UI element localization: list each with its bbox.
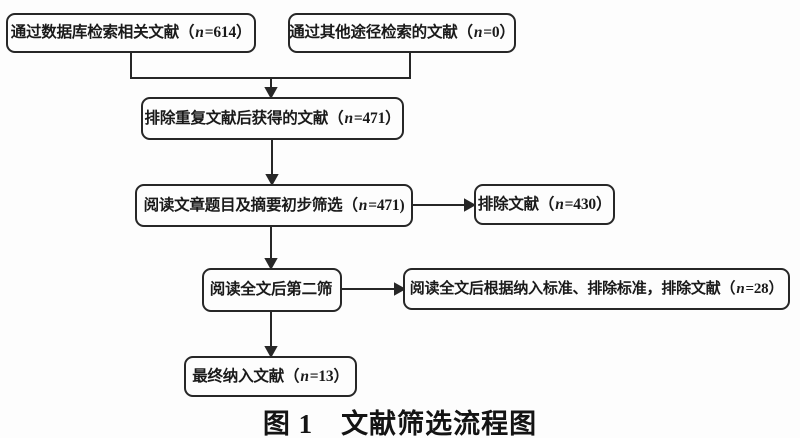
n-symbol: n (473, 24, 483, 42)
node-excluded-28: 阅读全文后根据纳入标准、排除标准，排除文献（n=28） (403, 268, 790, 310)
node-final-included: 最终纳入文献（n=13） (184, 356, 357, 397)
n-symbol: n (300, 367, 309, 385)
label-count: =471) (368, 196, 405, 214)
label-text: 阅读全文后第二筛 (209, 281, 333, 299)
label-text: 排除文献（ (477, 195, 555, 213)
n-symbol: n (736, 280, 745, 297)
label-text: 阅读文章题目及摘要初步筛选（ (143, 196, 358, 214)
arrow-dedup-to-title-abstract (265, 140, 279, 187)
n-symbol: n (555, 195, 564, 213)
node-label: 排除重复文献后获得的文献（n=471） (145, 111, 401, 127)
label-count: =614） (204, 24, 252, 42)
node-label: 阅读文章题目及摘要初步筛选（n=471) (144, 198, 405, 214)
node-full-text-second-screening: 阅读全文后第二筛 (202, 268, 342, 312)
node-excluded-430: 排除文献（n=430） (474, 184, 615, 225)
node-label: 通过数据库检索相关文献（n=614） (11, 25, 252, 41)
label-text: 排除重复文献后获得的文献（ (144, 109, 344, 127)
node-label: 阅读全文后第二筛 (210, 282, 334, 298)
arrow-full-text-to-final (264, 312, 278, 359)
n-symbol (332, 281, 334, 298)
node-label: 最终纳入文献（n=13） (192, 369, 349, 385)
arrow-full-text-to-excluded-28 (342, 282, 407, 296)
arrow-title-abstract-to-excluded-430 (413, 198, 477, 212)
node-label: 通过其他途径检索的文献（n=0） (289, 25, 515, 41)
label-text: 最终纳入文献（ (192, 367, 300, 385)
label-text: 通过其他途径检索的文献（ (289, 24, 473, 42)
label-count: =13） (309, 367, 349, 385)
label-count: =471） (353, 109, 401, 127)
label-text: 通过数据库检索相关文献（ (10, 24, 195, 42)
node-title-abstract-screening: 阅读文章题目及摘要初步筛选（n=471) (135, 184, 413, 227)
figure-caption: 图 1 文献筛选流程图 (262, 409, 538, 438)
label-count: =28） (745, 280, 784, 297)
arrow-title-abstract-to-full-text (264, 227, 278, 271)
n-symbol: n (344, 109, 353, 127)
node-label: 阅读全文后根据纳入标准、排除标准，排除文献（n=28） (409, 280, 784, 297)
node-label: 排除文献（n=430） (478, 197, 612, 213)
n-symbol: n (195, 24, 204, 42)
node-database-search: 通过数据库检索相关文献（n=614） (6, 13, 256, 53)
n-symbol: n (358, 196, 368, 214)
label-text: 阅读全文后根据纳入标准、排除标准，排除文献（ (409, 280, 736, 297)
label-count: =0） (483, 24, 515, 42)
node-other-sources-search: 通过其他途径检索的文献（n=0） (288, 13, 516, 53)
node-after-deduplication: 排除重复文献后获得的文献（n=471） (141, 97, 404, 140)
arrow-merge-to-dedup (264, 78, 278, 100)
label-count: =430） (564, 195, 612, 213)
